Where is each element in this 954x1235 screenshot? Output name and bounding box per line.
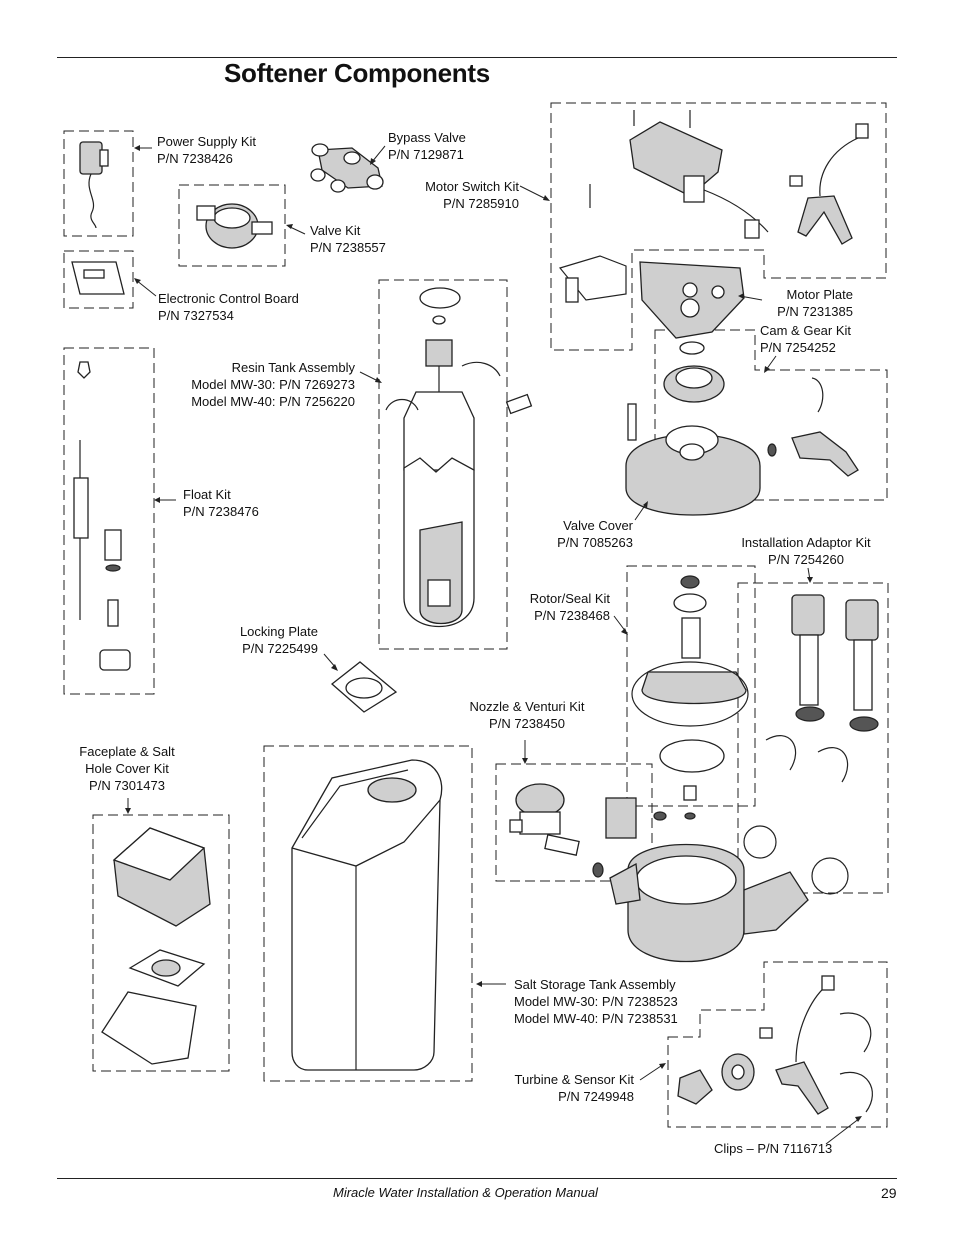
label-installation-adaptor-kit: Installation Adaptor Kit P/N 7254260 xyxy=(741,535,871,567)
motor-switch-drawing xyxy=(558,110,869,303)
control-board-box xyxy=(63,250,134,309)
page-title: Softener Components xyxy=(224,58,490,88)
label-cam-gear-kit: Cam & Gear Kit P/N 7254252 xyxy=(760,323,852,355)
rotor-seal-drawing xyxy=(631,575,749,820)
footer-manual-title: Miracle Water Installation & Operation M… xyxy=(333,1185,598,1200)
leader-lines xyxy=(125,145,862,1145)
valve-cover-drawing xyxy=(625,403,761,516)
label-nozzle-venturi-kit: Nozzle & Venturi Kit P/N 7238450 xyxy=(469,699,585,731)
locking-plate-drawing xyxy=(330,661,398,713)
label-faceplate-salt-hole-cover-kit: Faceplate & Salt Hole Cover Kit P/N 7301… xyxy=(79,744,175,793)
label-power-supply-kit: Power Supply Kit P/N 7238426 xyxy=(157,134,256,166)
resin-tank-box xyxy=(378,279,508,650)
nozzle-venturi-drawing xyxy=(509,783,667,878)
faceplate-drawing xyxy=(101,827,211,1065)
power-supply-drawing xyxy=(79,141,109,229)
label-turbine-sensor-kit: Turbine & Sensor Kit P/N 7249948 xyxy=(514,1072,634,1104)
label-electronic-control-board: Electronic Control Board P/N 7327534 xyxy=(158,291,299,323)
control-board-drawing xyxy=(71,261,125,295)
valve-kit-drawing xyxy=(196,203,273,249)
salt-tank-drawing xyxy=(291,759,443,1071)
label-valve-cover: Valve Cover P/N 7085263 xyxy=(557,518,633,550)
motor-switch-box xyxy=(550,102,887,351)
label-motor-plate: Motor Plate P/N 7231385 xyxy=(777,287,853,319)
label-locking-plate: Locking Plate P/N 7225499 xyxy=(239,624,318,656)
float-kit-drawing xyxy=(73,361,131,671)
cam-gear-drawing xyxy=(663,341,859,477)
float-kit-box xyxy=(63,347,155,695)
adaptor-kit-box xyxy=(737,582,889,894)
label-salt-storage-tank-assembly: Salt Storage Tank Assembly Model MW-30: … xyxy=(514,977,678,1026)
label-rotor-seal-kit: Rotor/Seal Kit P/N 7238468 xyxy=(529,591,610,623)
bypass-valve-drawing xyxy=(310,143,384,193)
label-bypass-valve: Bypass Valve P/N 7129871 xyxy=(388,130,466,162)
label-motor-switch-kit: Motor Switch Kit P/N 7285910 xyxy=(425,179,519,211)
resin-tank-drawing xyxy=(385,287,533,627)
power-supply-box xyxy=(63,130,134,237)
bottom-rule xyxy=(57,1178,897,1179)
page-number: 29 xyxy=(881,1185,897,1201)
top-rule xyxy=(57,57,897,58)
valve-kit-box xyxy=(178,184,286,267)
motor-plate-drawing xyxy=(639,261,745,339)
label-float-kit: Float Kit P/N 7238476 xyxy=(183,487,259,519)
salt-tank-box xyxy=(263,745,473,1082)
label-clips: Clips – P/N 7116713 xyxy=(714,1141,833,1156)
nozzle-kit-box xyxy=(495,763,653,882)
turbine-sensor-drawing xyxy=(677,975,873,1115)
valve-body-drawing xyxy=(609,843,809,963)
installation-adaptor-drawing xyxy=(743,594,879,895)
label-valve-kit: Valve Kit P/N 7238557 xyxy=(310,223,386,255)
turbine-kit-box xyxy=(667,961,888,1128)
faceplate-box xyxy=(92,814,230,1072)
label-resin-tank-assembly: Resin Tank Assembly Model MW-30: P/N 726… xyxy=(191,360,355,409)
rotor-seal-box xyxy=(626,565,756,807)
